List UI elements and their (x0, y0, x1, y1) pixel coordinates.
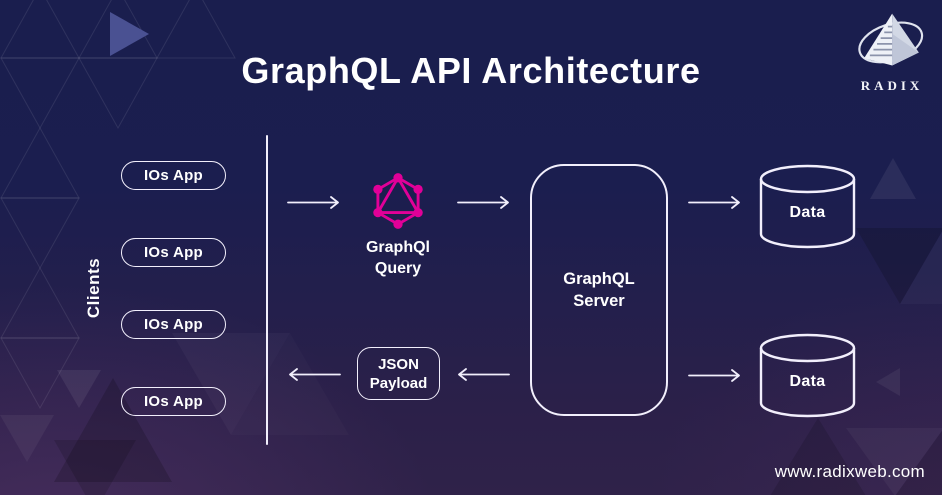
graphql-server-line2: Server (573, 292, 625, 310)
database-cylinder-icon (759, 164, 856, 249)
radix-logo-text: RADIX (860, 78, 924, 93)
json-payload-line1: JSON (378, 355, 419, 373)
graphql-logo-icon (373, 173, 423, 229)
graphql-server-line1: GraphQL (563, 270, 635, 288)
radix-logo: RADIX (850, 10, 930, 94)
clients-label: Clients (84, 257, 103, 319)
client-app-box: IOs App (121, 238, 226, 267)
website-link[interactable]: www.radixweb.com (774, 462, 925, 481)
page-title: GraphQL API Architecture (241, 50, 701, 91)
arrow-right-icon (457, 196, 509, 209)
mosaic-triangles (0, 158, 942, 495)
graphql-server-box: GraphQL Server (530, 164, 668, 416)
wireframe-triangle-lattice (0, 0, 236, 410)
client-app-label: IOs App (143, 393, 204, 410)
clients-separator-line (266, 135, 268, 445)
radix-pyramid-icon (858, 13, 924, 66)
pyramid-steps (869, 25, 893, 57)
graphql-query-line1: GraphQl (365, 239, 430, 256)
arrow-right-icon (688, 369, 740, 382)
json-payload-line2: Payload (369, 374, 428, 392)
arrow-right-icon (688, 196, 740, 209)
database-cylinder-icon (759, 333, 856, 418)
client-app-box: IOs App (121, 310, 226, 339)
data-store-label: Data (789, 204, 826, 221)
client-app-label: IOs App (143, 316, 204, 333)
accent-triangle-icon (110, 12, 149, 56)
arrow-left-icon (458, 368, 510, 381)
data-store-top: Data (759, 164, 856, 250)
client-app-label: IOs App (143, 167, 204, 184)
client-app-box: IOs App (121, 161, 226, 190)
graphql-query-line2: Query (374, 260, 422, 277)
arrow-right-icon (287, 196, 339, 209)
client-app-label: IOs App (143, 244, 204, 261)
data-store-label: Data (789, 373, 826, 390)
client-app-box: IOs App (121, 387, 226, 416)
json-payload-box: JSON Payload (357, 347, 440, 400)
graphql-query-label: GraphQl Query (348, 237, 448, 279)
arrow-left-icon (289, 368, 341, 381)
data-store-bottom: Data (759, 333, 856, 419)
